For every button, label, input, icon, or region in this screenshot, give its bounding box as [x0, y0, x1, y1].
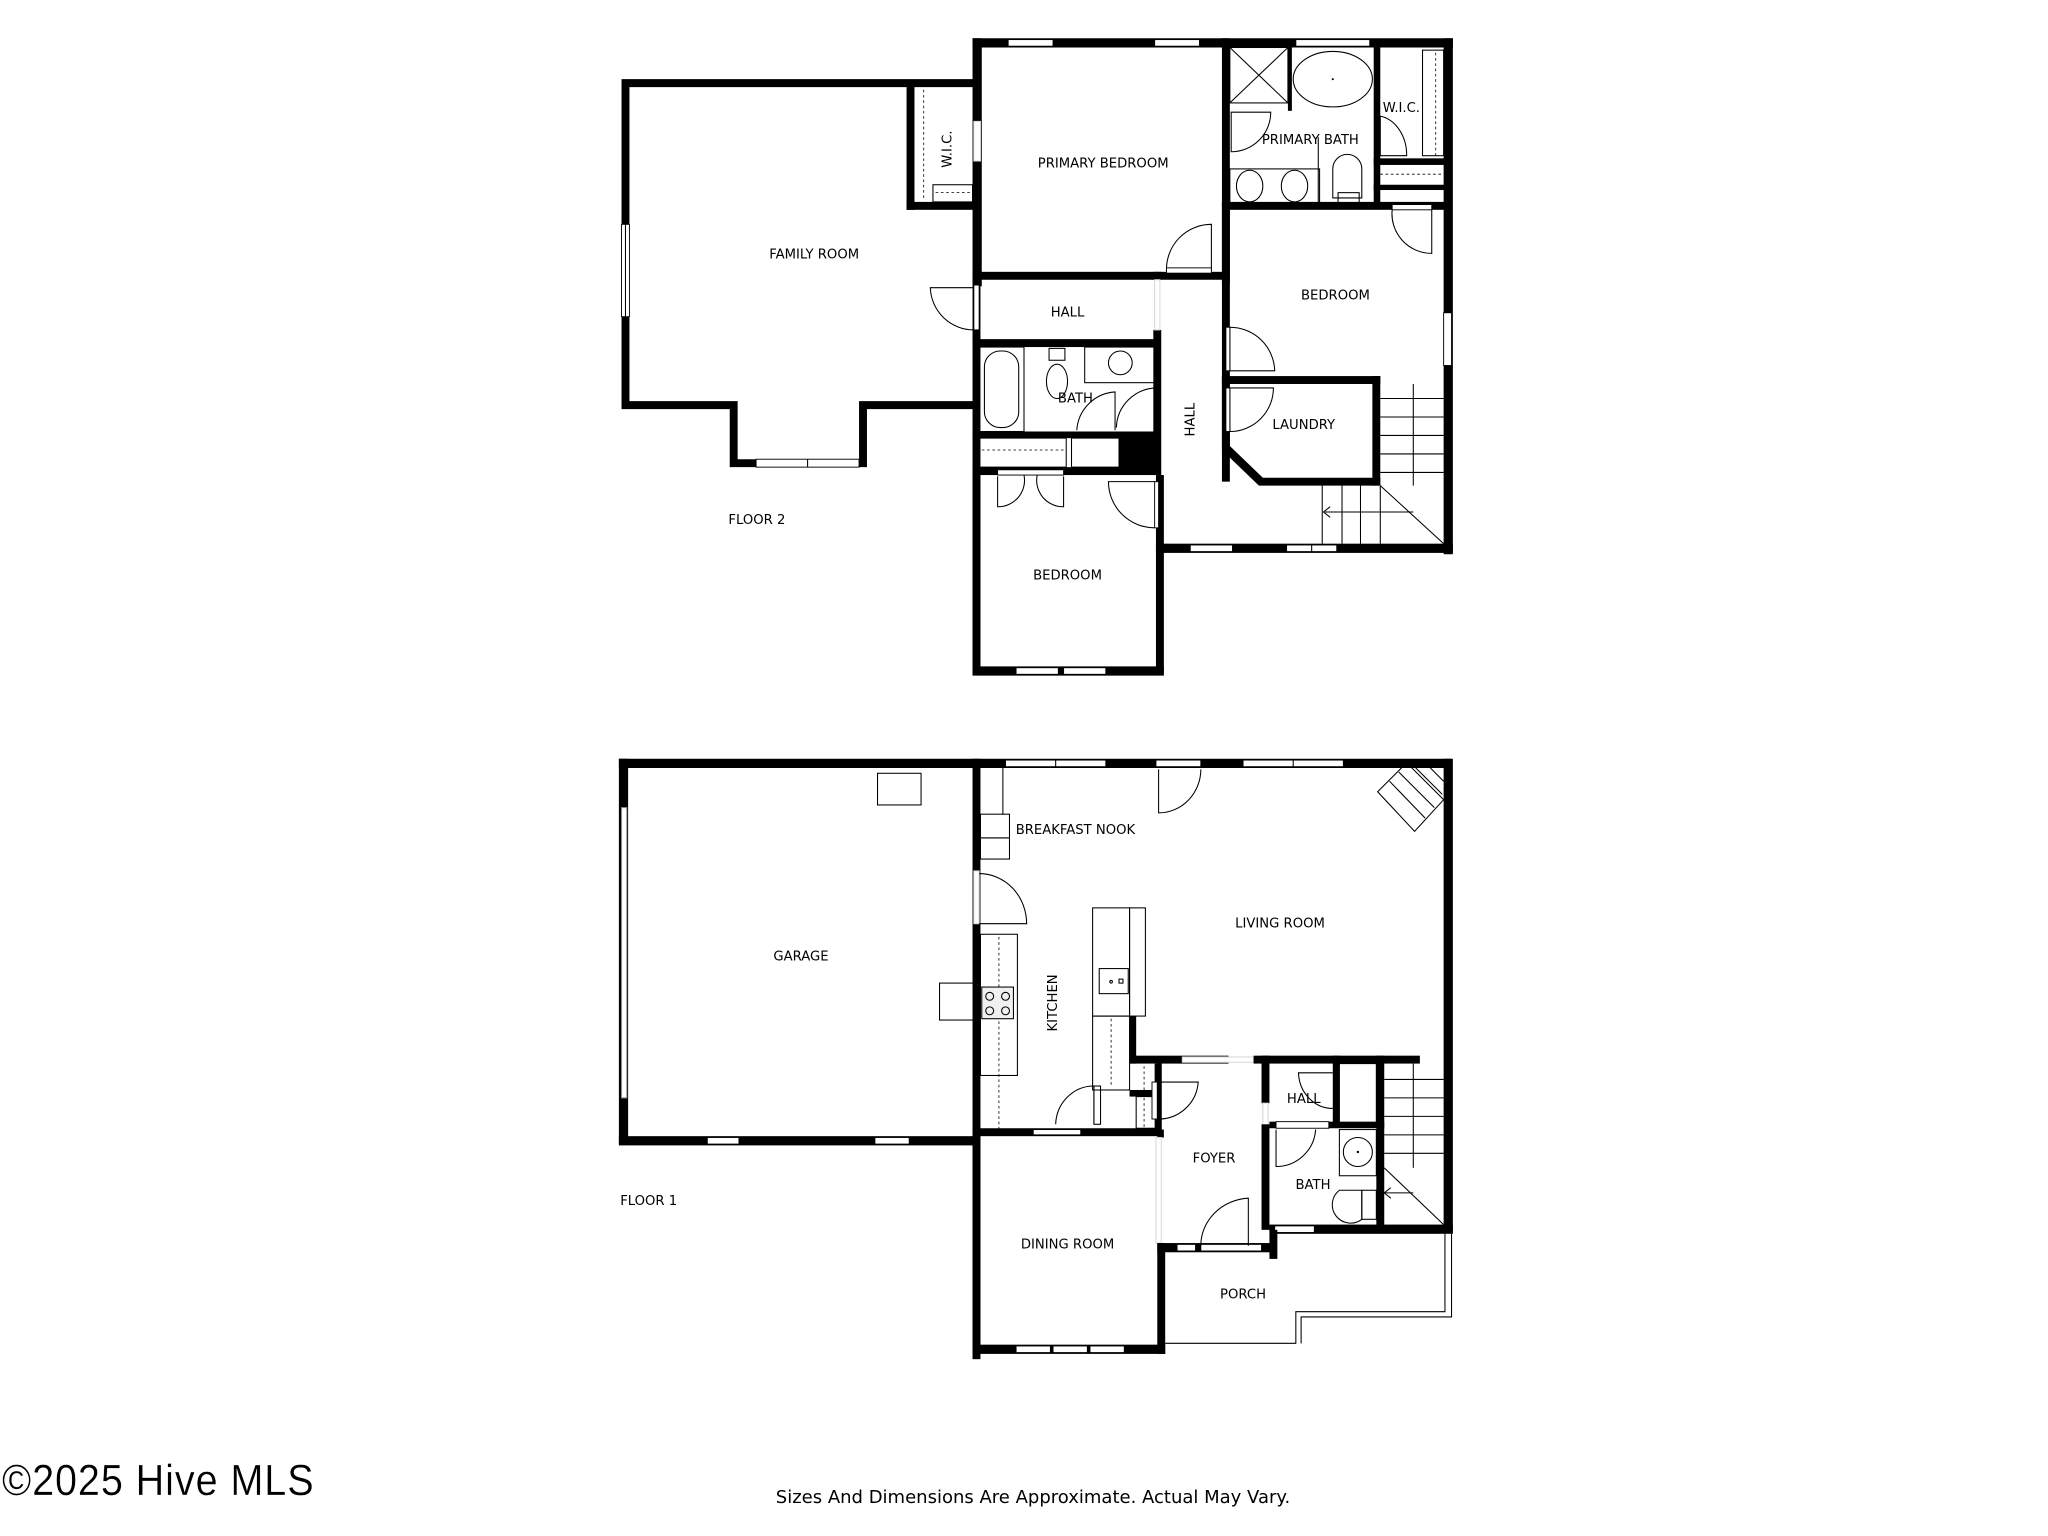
room-label-dining-room: DINING ROOM	[1021, 1237, 1114, 1252]
room-label-bath-lower: BATH	[1295, 1178, 1330, 1193]
room-label-bedroom-lower: BEDROOM	[1033, 568, 1102, 583]
room-label-bath-upper: BATH	[1058, 392, 1093, 407]
floor-2-label: FLOOR 2	[728, 513, 785, 528]
room-label-hall-upper: HALL	[1051, 306, 1085, 321]
room-label-laundry: LAUNDRY	[1272, 418, 1336, 433]
floor-1-label: FLOOR 1	[620, 1194, 677, 1209]
stairs-lower	[1383, 1063, 1444, 1225]
room-label-garage: GARAGE	[773, 950, 828, 965]
room-label-living-room: LIVING ROOM	[1235, 917, 1325, 932]
room-label-primary-bedroom: PRIMARY BEDROOM	[1038, 157, 1169, 172]
room-label-porch: PORCH	[1220, 1288, 1266, 1303]
room-label-wic-left: W.I.C.	[940, 131, 955, 168]
room-label-wic-right: W.I.C.	[1383, 101, 1420, 116]
room-label-breakfast-nook: BREAKFAST NOOK	[1016, 823, 1136, 838]
floor-2-plan: FAMILY ROOM W.I.C. PRIMARY BEDROOM PRIMA…	[621, 38, 1453, 676]
room-label-hall-vertical: HALL	[1183, 402, 1198, 436]
disclaimer-text: Sizes And Dimensions Are Approximate. Ac…	[775, 1487, 1291, 1508]
copyright-watermark: ©2025 Hive MLS	[2, 1456, 315, 1505]
room-label-foyer: FOYER	[1193, 1152, 1236, 1167]
room-label-kitchen: KITCHEN	[1046, 974, 1061, 1031]
floor-1-plan: GARAGE BREAKFAST NOOK LIVING ROOM KITCHE…	[618, 758, 1453, 1360]
room-label-primary-bath: PRIMARY BATH	[1262, 133, 1359, 148]
room-label-bedroom-right: BEDROOM	[1301, 289, 1370, 304]
stairs-upper	[1321, 384, 1444, 545]
room-label-family-room: FAMILY ROOM	[769, 248, 859, 263]
room-label-hall-lower: HALL	[1287, 1092, 1321, 1107]
